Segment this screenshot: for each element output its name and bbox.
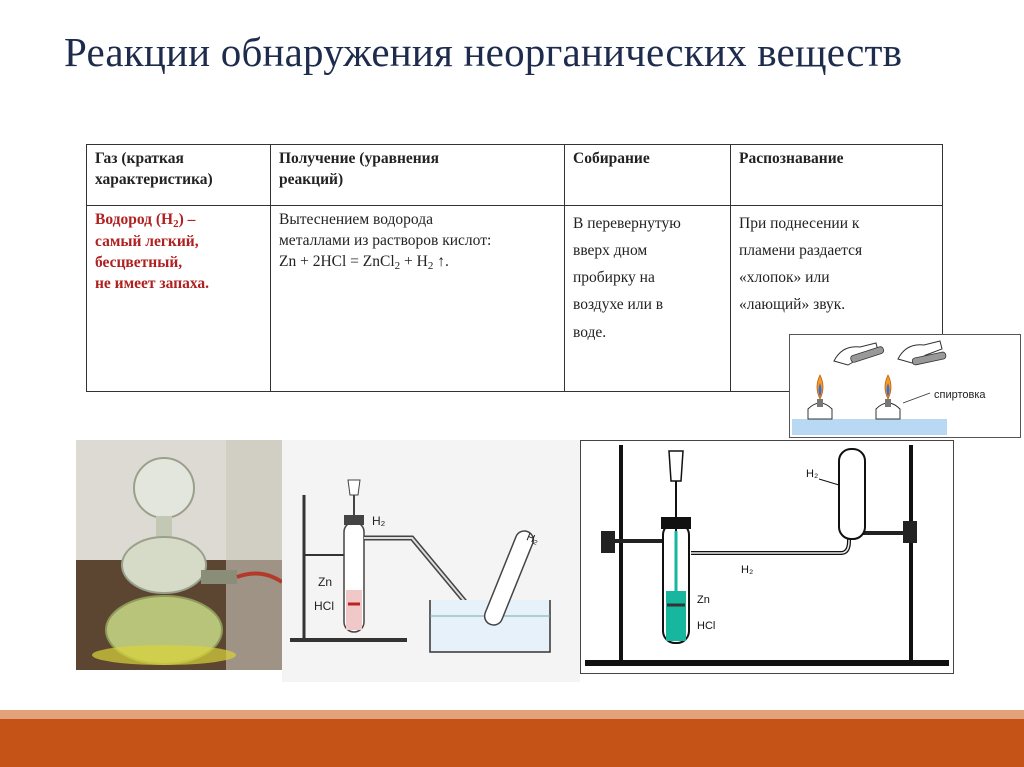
header-production-line-1: Получение (уравнения: [279, 149, 556, 170]
reaction-liquid: [666, 591, 686, 641]
eq-part: + H: [400, 253, 428, 270]
water-strip: [792, 419, 947, 435]
collection-line: воздухе или в: [573, 291, 722, 318]
gas-name-text: Водород (H: [95, 211, 173, 228]
cell-production: Вытеснением водорода металлами из раство…: [271, 206, 565, 392]
recognition-line: «лающий» звук.: [739, 291, 934, 318]
production-line: Вытеснением водорода: [279, 210, 556, 231]
photo-wall: [226, 440, 282, 670]
kipp-apparatus-drawing: [76, 440, 282, 670]
header-gas-line-1: Газ (краткая: [95, 149, 262, 170]
reaction-equation: Zn + 2HCl = ZnCl2 + H2 ↑.: [279, 252, 556, 274]
header-gas-line-2: характеристика): [95, 170, 262, 191]
clamp-left-knob: [601, 531, 615, 553]
clamp-right-knob: [903, 521, 917, 543]
slide-title: Реакции обнаружения неорганических вещес…: [64, 28, 902, 76]
gas-line: бесцветный,: [95, 253, 262, 274]
lamp-wick-right: [885, 399, 891, 407]
cell-collection: В перевернутую вверх дном пробирку на во…: [565, 206, 731, 392]
spirit-lamp-label: спиртовка: [934, 389, 986, 401]
spirit-lamp-illustration: спиртовка: [789, 334, 1021, 438]
inverted-tube-drawing: H₂ H₂ Zn HCl: [581, 441, 953, 673]
zn-label: Zn: [318, 575, 332, 589]
cell-gas: Водород (H2) – самый легкий, бесцветный,…: [87, 206, 271, 392]
collection-line: вверх дном: [573, 237, 722, 264]
kipp-valve: [201, 570, 237, 584]
test-tube-liquid: [346, 590, 362, 630]
gas-line: самый легкий,: [95, 232, 262, 253]
water-collection-drawing: H₂ Zn HCl H₂: [282, 440, 580, 682]
hcl-label: HCl: [314, 599, 334, 613]
collection-line: воде.: [573, 319, 722, 346]
recognition-line: При поднесении к: [739, 210, 934, 237]
recognition-line: пламени раздается: [739, 237, 934, 264]
hcl-label: HCl: [697, 620, 715, 632]
recognition-line: «хлопок» или: [739, 264, 934, 291]
kipp-middle-bulb: [122, 537, 206, 593]
funnel: [348, 480, 360, 495]
eq-part: Zn + 2HCl = ZnCl: [279, 253, 395, 270]
funnel: [669, 451, 683, 481]
header-recognition-line-1: Распознавание: [739, 149, 934, 170]
spirit-lamp-drawing: спиртовка: [790, 335, 1020, 437]
production-line: металлами из растворов кислот:: [279, 231, 556, 252]
gas-name-rest: ) –: [179, 211, 196, 228]
footer-bar-light: [0, 710, 1024, 719]
lamp-wick-left: [817, 399, 823, 407]
h2-label: H₂: [372, 514, 386, 528]
header-production: Получение (уравнения реакций): [271, 145, 565, 206]
eq-part: ↑.: [433, 253, 449, 270]
table-header-row: Газ (краткая характеристика) Получение (…: [87, 145, 943, 206]
collection-line: В перевернутую: [573, 210, 722, 237]
h2-top-label: H₂: [806, 468, 818, 480]
gas-pipe-inner: [691, 531, 849, 553]
footer-bar: [0, 719, 1024, 767]
inverted-tube: [839, 449, 865, 539]
zn-label: Zn: [697, 594, 710, 606]
gas-line: не имеет запаха.: [95, 274, 262, 295]
header-gas: Газ (краткая характеристика): [87, 145, 271, 206]
header-recognition: Распознавание: [731, 145, 943, 206]
collection-line: пробирку на: [573, 264, 722, 291]
header-production-line-2: реакций): [279, 170, 556, 191]
inverted-tube-diagram: H₂ H₂ Zn HCl: [580, 440, 954, 674]
h2-pipe-label: H₂: [741, 564, 753, 576]
kipp-base: [92, 645, 236, 665]
label-pointer: [903, 393, 930, 403]
h2-top-pointer: [819, 479, 839, 485]
kipp-top-bulb: [134, 458, 194, 518]
water-collection-diagram: H₂ Zn HCl H₂: [282, 440, 580, 682]
gas-pipe: [691, 531, 849, 553]
header-collection-line-1: Собирание: [573, 149, 722, 170]
gas-name: Водород (H2) –: [95, 210, 262, 232]
kipp-apparatus-photo: [76, 440, 282, 670]
header-collection: Собирание: [565, 145, 731, 206]
